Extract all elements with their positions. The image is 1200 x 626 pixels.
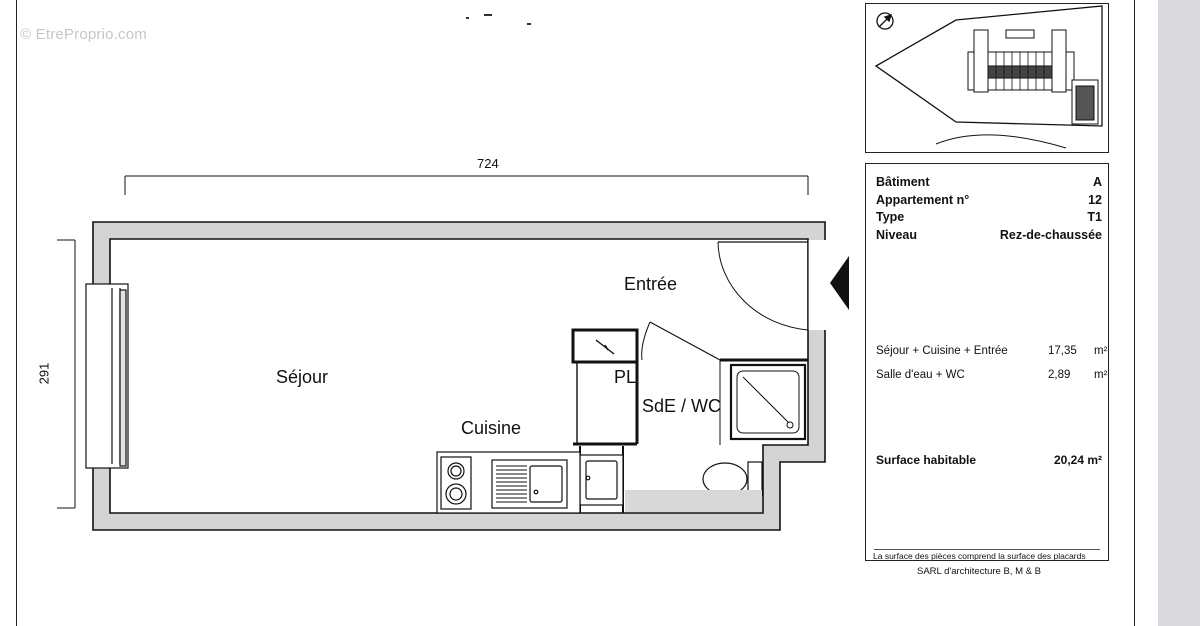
surface-unit: m² xyxy=(1094,345,1108,357)
page-frame-left xyxy=(16,0,17,626)
kitchen-counter xyxy=(436,451,581,514)
total-label: Surface habitable xyxy=(876,453,977,467)
info-value: 12 xyxy=(1088,193,1102,207)
watermark: © EtreProprio.com xyxy=(20,26,147,43)
info-label: Appartement n° xyxy=(876,193,970,207)
info-cartouche: Bâtiment A Appartement n° 12 Type T1 Niv… xyxy=(865,163,1109,561)
entrance-door xyxy=(717,240,826,331)
side-strip xyxy=(1158,0,1200,626)
total-value: 20,24 m² xyxy=(1053,453,1102,467)
width-dimension-line xyxy=(124,175,809,195)
info-value: Rez-de-chaussée xyxy=(999,228,1102,242)
washbasin-icon xyxy=(579,454,624,506)
surface-label: Salle d'eau + WC xyxy=(876,369,965,381)
compass-icon xyxy=(876,12,894,30)
note-divider xyxy=(874,549,1100,550)
surface-value: 17,35 xyxy=(1048,345,1077,357)
height-dimension-label: 291 xyxy=(36,362,52,385)
page-frame-right xyxy=(1134,0,1135,626)
surface-value: 2,89 xyxy=(1048,369,1071,381)
info-value: A xyxy=(1092,175,1102,189)
site-plan xyxy=(865,3,1109,153)
info-value: T1 xyxy=(1087,210,1102,224)
info-label: Type xyxy=(876,210,905,224)
surface-unit: m² xyxy=(1094,369,1108,381)
info-row-type: Type T1 xyxy=(876,210,1102,224)
building-bays xyxy=(995,52,1045,90)
architect-credit: SARL d'architecture B, M & B xyxy=(917,566,1041,577)
toilet-icon xyxy=(702,461,763,497)
floor-plan-drawing xyxy=(57,14,849,531)
room-label-sde-wc: SdE / WC xyxy=(642,396,722,416)
info-row-appartement: Appartement n° 12 xyxy=(876,193,1102,207)
surface-label: Séjour + Cuisine + Entrée xyxy=(876,345,1008,357)
top-marks xyxy=(466,14,531,25)
info-row-niveau: Niveau Rez-de-chaussée xyxy=(876,228,1102,242)
shower-icon xyxy=(729,363,807,441)
room-label-cuisine: Cuisine xyxy=(461,418,522,438)
info-row-batiment: Bâtiment A xyxy=(876,175,1102,189)
site-plan-drawing xyxy=(874,5,1103,149)
floor-plan: 724 291 Séjour Entrée Cuisine PL SdE / W… xyxy=(36,14,849,531)
width-dimension-label: 724 xyxy=(477,156,499,171)
height-dimension-line xyxy=(57,239,76,509)
bathroom-floor-shade xyxy=(625,490,762,512)
room-label-sejour: Séjour xyxy=(276,367,329,387)
info-label: Niveau xyxy=(876,228,917,242)
surface-note: La surface des pièces comprend la surfac… xyxy=(873,551,1086,561)
room-label-entree: Entrée xyxy=(624,274,678,294)
entrance-arrow-icon xyxy=(830,256,849,310)
sink-drainer xyxy=(496,465,527,503)
window-left xyxy=(85,283,129,469)
site-curve xyxy=(935,134,1067,149)
room-label-pl: PL xyxy=(614,367,637,387)
info-label: Bâtiment xyxy=(876,175,930,189)
